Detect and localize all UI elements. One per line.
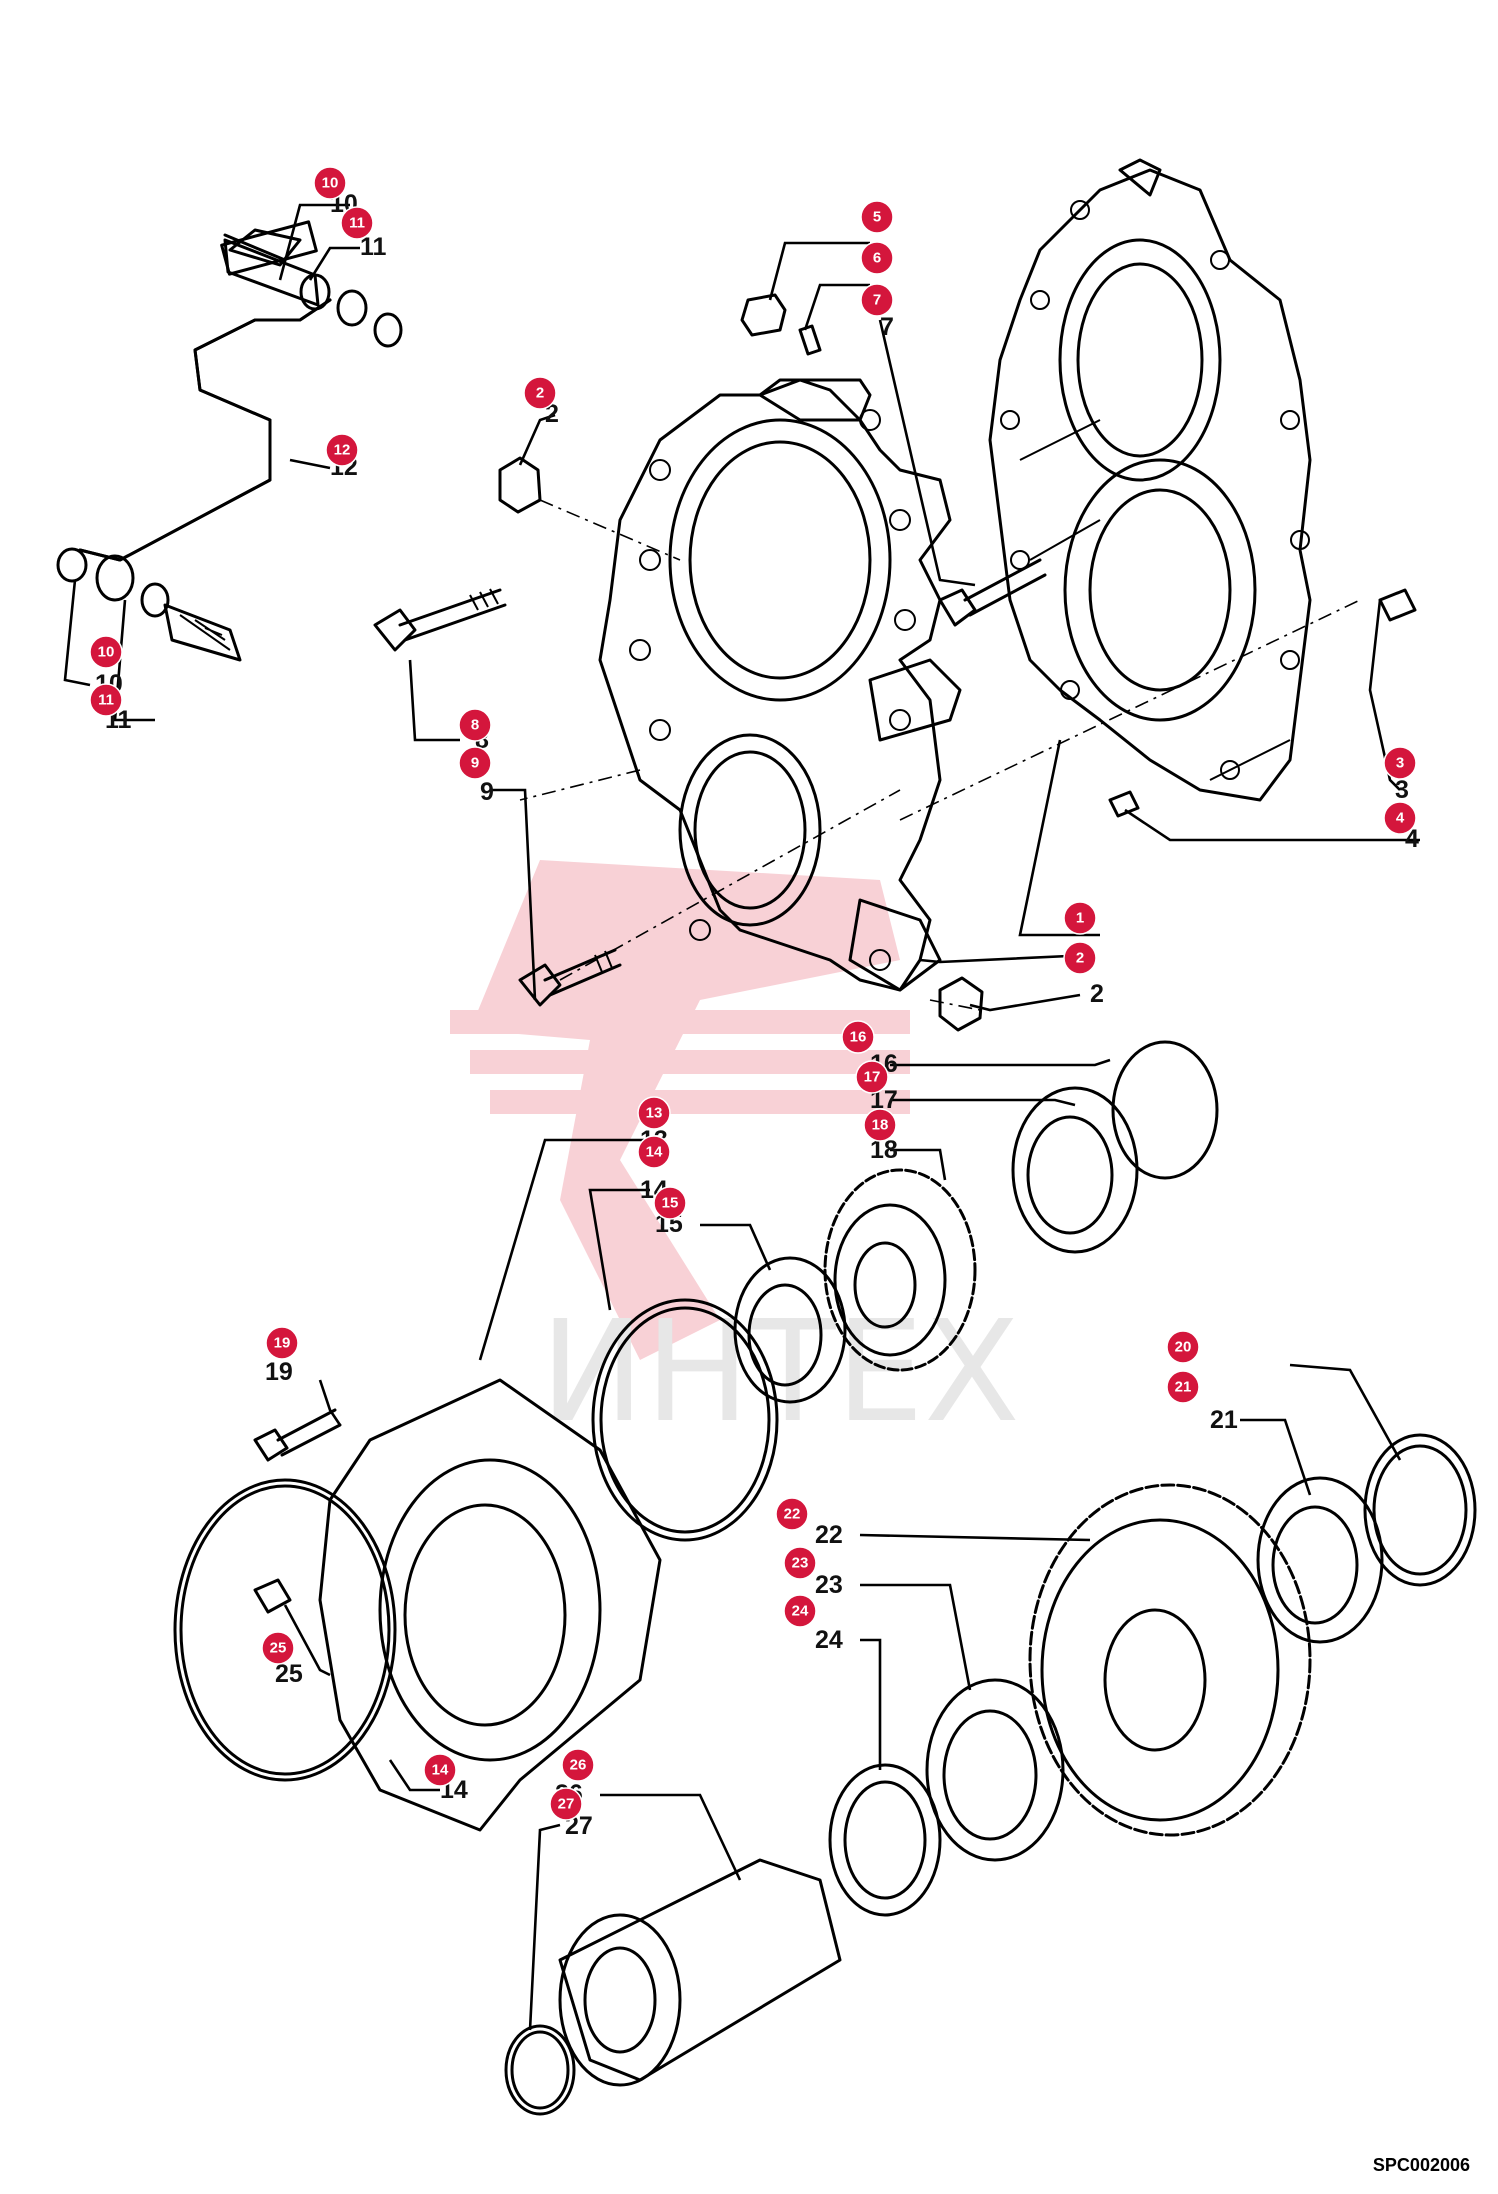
- callout-badge[interactable]: 4: [1383, 801, 1417, 835]
- svg-text:5: 5: [873, 209, 881, 226]
- svg-text:4: 4: [1396, 810, 1405, 827]
- ref-label: 19: [265, 1358, 293, 1386]
- svg-text:2: 2: [536, 385, 544, 402]
- watermark-text: ИНТЕХ: [540, 1291, 1020, 1454]
- svg-text:8: 8: [471, 717, 479, 734]
- svg-text:2: 2: [1076, 950, 1084, 967]
- callout-badge[interactable]: 22: [775, 1497, 809, 1531]
- callout-badge[interactable]: 25: [261, 1631, 295, 1665]
- callout-badge[interactable]: 24: [783, 1594, 817, 1628]
- ref-label: 24: [815, 1626, 843, 1654]
- svg-text:7: 7: [873, 292, 881, 309]
- svg-text:21: 21: [1175, 1379, 1192, 1396]
- callout-badge[interactable]: 16: [841, 1020, 875, 1054]
- callout-badge[interactable]: 6: [860, 241, 894, 275]
- callout-badge[interactable]: 5: [860, 200, 894, 234]
- svg-text:11: 11: [98, 692, 114, 709]
- svg-text:15: 15: [662, 1195, 679, 1212]
- ref-label: 2: [1090, 980, 1104, 1008]
- svg-text:23: 23: [792, 1555, 809, 1572]
- callout-badge[interactable]: 13: [637, 1096, 671, 1130]
- svg-text:6: 6: [873, 250, 881, 267]
- callout-badge[interactable]: 3: [1383, 746, 1417, 780]
- svg-text:26: 26: [570, 1757, 587, 1774]
- callout-badge[interactable]: 12: [325, 433, 359, 467]
- svg-text:27: 27: [558, 1796, 575, 1813]
- svg-text:12: 12: [334, 442, 351, 459]
- callout-badge[interactable]: 17: [855, 1060, 889, 1094]
- svg-text:20: 20: [1175, 1339, 1192, 1356]
- rear-housing: [988, 158, 1312, 802]
- svg-text:25: 25: [270, 1640, 287, 1657]
- callout-badge[interactable]: 9: [458, 746, 492, 780]
- ref-label: 21: [1210, 1406, 1238, 1434]
- callout-badge[interactable]: 21: [1166, 1370, 1200, 1404]
- ref-label: 23: [815, 1571, 843, 1599]
- callout-badge[interactable]: 1: [1063, 901, 1097, 935]
- callout-badge[interactable]: 2: [1063, 941, 1097, 975]
- callout-badge[interactable]: 23: [783, 1546, 817, 1580]
- ref-label: 9: [480, 778, 494, 806]
- drawing-code: SPC002006: [1372, 2155, 1470, 2175]
- ref-label: 7: [880, 313, 894, 341]
- callout-badge[interactable]: 2: [523, 376, 557, 410]
- svg-text:17: 17: [864, 1069, 881, 1086]
- front-housing-cover: [598, 378, 962, 992]
- svg-text:10: 10: [98, 644, 115, 661]
- callout-badge[interactable]: 14: [637, 1135, 671, 1169]
- leader-lines: [63, 203, 1420, 2031]
- callout-badge[interactable]: 27: [549, 1787, 583, 1821]
- svg-text:1: 1: [1076, 910, 1084, 927]
- callout-badge[interactable]: 11: [89, 683, 123, 717]
- svg-text:3: 3: [1396, 755, 1404, 772]
- callout-badge[interactable]: 8: [458, 708, 492, 742]
- callout-badges: 10 11 12 10 11 2 5 6 7 8 9 3 4 1 2 16 17…: [89, 166, 1417, 1821]
- callout-badge[interactable]: 7: [860, 283, 894, 317]
- ref-label: 22: [815, 1521, 843, 1549]
- ref-label: 3: [1395, 776, 1409, 804]
- callout-badge[interactable]: 15: [653, 1186, 687, 1220]
- svg-text:9: 9: [471, 755, 479, 772]
- callout-badge[interactable]: 19: [265, 1326, 299, 1360]
- callout-badge[interactable]: 26: [561, 1748, 595, 1782]
- callout-badge[interactable]: 11: [340, 206, 374, 240]
- svg-text:13: 13: [646, 1105, 663, 1122]
- callout-badge[interactable]: 20: [1166, 1330, 1200, 1364]
- watermark-logo: ИНТЕХ: [450, 860, 1020, 1454]
- callout-badge[interactable]: 18: [863, 1108, 897, 1142]
- svg-text:22: 22: [784, 1506, 801, 1523]
- pipe-assembly: [56, 220, 403, 662]
- svg-text:10: 10: [322, 175, 339, 192]
- callout-badge[interactable]: 10: [89, 635, 123, 669]
- svg-text:24: 24: [792, 1603, 809, 1620]
- gear-train: [173, 1040, 1477, 2116]
- svg-text:18: 18: [872, 1117, 889, 1134]
- callout-badge[interactable]: 10: [313, 166, 347, 200]
- svg-text:19: 19: [274, 1335, 291, 1352]
- svg-text:16: 16: [850, 1029, 867, 1046]
- svg-text:14: 14: [646, 1144, 663, 1161]
- svg-text:14: 14: [432, 1762, 449, 1779]
- svg-text:11: 11: [349, 215, 365, 232]
- callout-badge[interactable]: 14: [423, 1753, 457, 1787]
- assembly-centerlines: [519, 499, 1361, 1011]
